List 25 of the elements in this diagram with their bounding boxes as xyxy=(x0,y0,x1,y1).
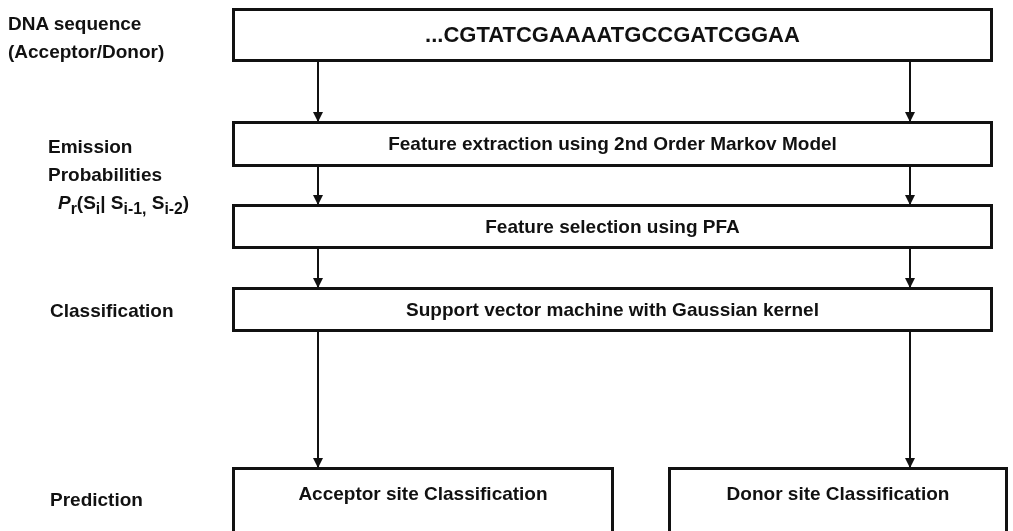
box-text: Feature selection using PFA xyxy=(485,215,740,238)
stage-label: Prediction xyxy=(50,488,144,512)
arrow xyxy=(313,166,323,205)
stage-label: DNA sequence (Acceptor/Donor) xyxy=(8,12,166,64)
arrow xyxy=(313,331,323,468)
arrow xyxy=(905,166,915,205)
arrow xyxy=(313,61,323,122)
arrow xyxy=(905,248,915,288)
process-box xyxy=(232,287,993,332)
box-text: Support vector machine with Gaussian kernel xyxy=(406,298,819,321)
process-box xyxy=(232,121,993,167)
arrow xyxy=(313,248,323,288)
process-box xyxy=(232,467,614,531)
process-box xyxy=(232,8,993,62)
stage-label: Emission Probabilities xyxy=(48,135,164,187)
process-box xyxy=(232,204,993,249)
arrow xyxy=(905,61,915,122)
box-text: ...CGTATCGAAAATGCCGATCGGAA xyxy=(425,22,800,48)
stage-label: P$_{r}$(S$_{i}$| S$_{i-1,}$ S$_{i-2}$) xyxy=(58,191,191,219)
box-text: Donor site Classification xyxy=(726,483,950,505)
box-text: Feature extraction using 2nd Order Markov Model xyxy=(388,133,837,155)
box-text: Acceptor site Classification xyxy=(298,483,548,505)
stage-label: Classification xyxy=(50,299,175,323)
arrow xyxy=(905,331,915,468)
process-box xyxy=(668,467,1008,531)
